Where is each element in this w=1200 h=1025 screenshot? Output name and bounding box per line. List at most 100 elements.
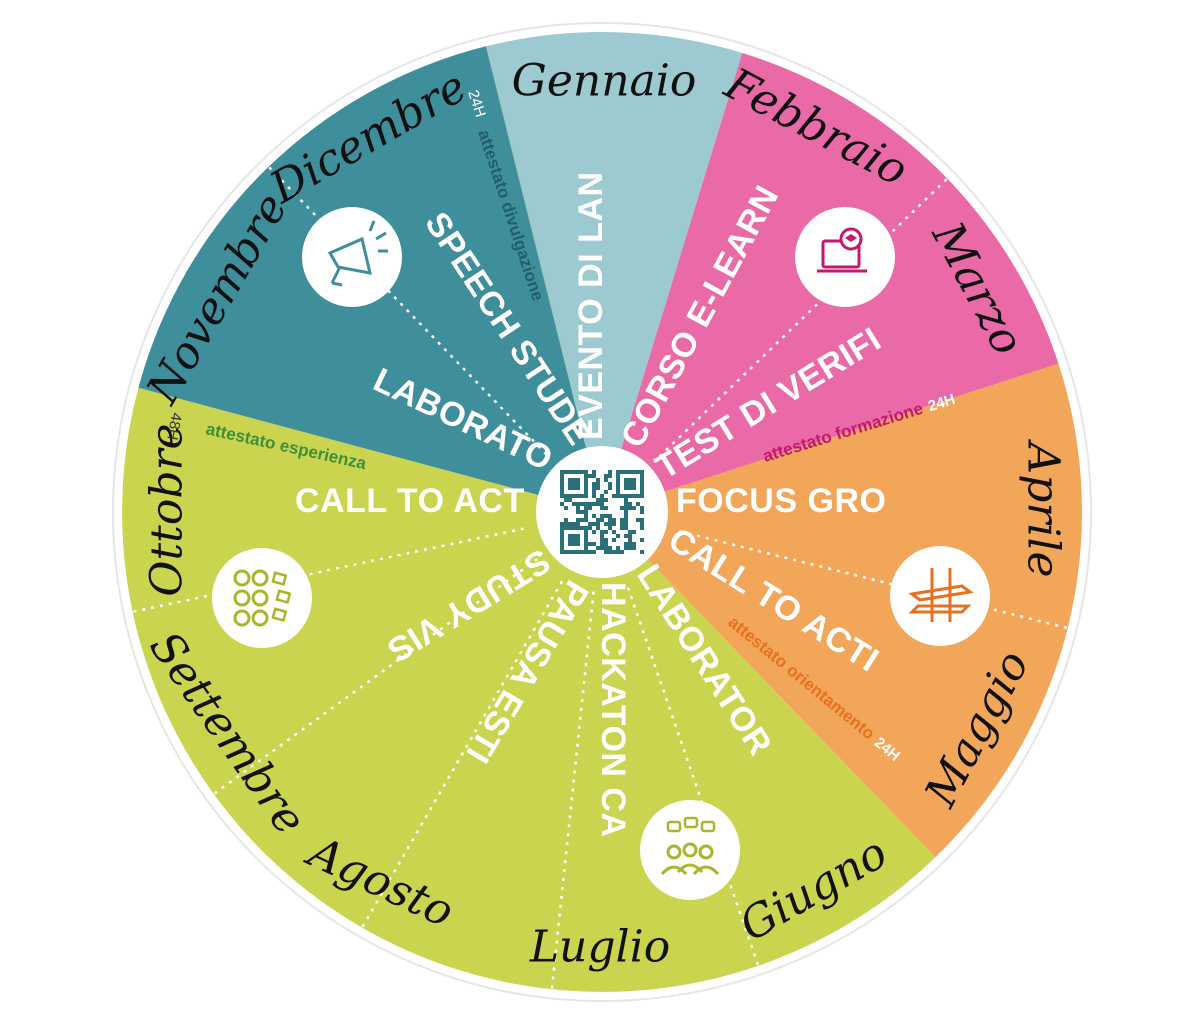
qr-module xyxy=(616,550,620,554)
qr-module xyxy=(596,526,600,530)
qr-module xyxy=(624,546,628,550)
qr-module xyxy=(616,534,620,538)
month-divider xyxy=(679,530,1069,630)
qr-module xyxy=(560,470,564,474)
qr-module xyxy=(608,474,612,478)
qr-module xyxy=(628,542,632,546)
qr-module xyxy=(628,534,632,538)
qr-module xyxy=(576,470,580,474)
qr-module xyxy=(608,486,612,490)
qr-module xyxy=(624,498,628,502)
qr-module xyxy=(628,506,632,510)
qr-module xyxy=(592,486,596,490)
qr-module xyxy=(592,514,596,518)
month-label-luglio: Luglio xyxy=(529,922,670,973)
qr-module xyxy=(560,530,564,534)
qr-module xyxy=(604,514,608,518)
month-label-ottobre: Ottobre xyxy=(142,423,193,596)
qr-module xyxy=(596,502,600,506)
qr-module xyxy=(640,518,644,522)
certificate-esperienza-hours: 48H xyxy=(163,411,185,441)
qr-module xyxy=(632,470,636,474)
qr-module xyxy=(624,478,628,482)
qr-module xyxy=(588,506,592,510)
qr-module xyxy=(608,522,612,526)
qr-module xyxy=(616,474,620,478)
qr-module xyxy=(568,494,572,498)
qr-module xyxy=(608,526,612,530)
qr-module xyxy=(628,530,632,534)
qr-module xyxy=(584,518,588,522)
qr-module xyxy=(564,470,568,474)
qr-module xyxy=(592,474,596,478)
qr-module xyxy=(624,486,628,490)
qr-module xyxy=(592,494,596,498)
qr-module xyxy=(576,550,580,554)
qr-module xyxy=(632,506,636,510)
qr-module xyxy=(572,534,576,538)
qr-module xyxy=(584,530,588,534)
month-divider xyxy=(360,580,564,929)
qr-module xyxy=(600,502,604,506)
qr-module xyxy=(640,510,644,514)
qr-module xyxy=(592,470,596,474)
qr-module xyxy=(608,514,612,518)
qr-module xyxy=(632,542,636,546)
month-label-aprile: Aprile xyxy=(1018,438,1069,577)
qr-module xyxy=(584,506,588,510)
qr-module xyxy=(584,478,588,482)
qr-module xyxy=(640,550,644,554)
qr-module xyxy=(632,546,636,550)
qr-module xyxy=(632,486,636,490)
megaphone-icon xyxy=(302,207,402,307)
qr-module xyxy=(616,482,620,486)
qr-module xyxy=(612,518,616,522)
qr-module xyxy=(608,518,612,522)
qr-module xyxy=(640,490,644,494)
qr-module xyxy=(624,510,628,514)
people-chat-icon xyxy=(640,800,740,900)
qr-module xyxy=(604,550,608,554)
qr-module xyxy=(584,526,588,530)
qr-module xyxy=(568,522,572,526)
qr-module xyxy=(568,498,572,502)
qr-code-icon[interactable] xyxy=(560,470,644,554)
qr-module xyxy=(564,518,568,522)
month-divider xyxy=(267,165,548,456)
qr-module xyxy=(628,486,632,490)
qr-module xyxy=(640,470,644,474)
qr-module xyxy=(568,486,572,490)
qr-module xyxy=(596,478,600,482)
qr-module xyxy=(628,494,632,498)
qr-module xyxy=(640,522,644,526)
qr-module xyxy=(620,522,624,526)
qr-module xyxy=(564,526,568,530)
qr-module xyxy=(624,506,628,510)
qr-module xyxy=(636,494,640,498)
qr-module xyxy=(572,494,576,498)
qr-module xyxy=(584,470,588,474)
month-divider xyxy=(626,587,760,967)
qr-module xyxy=(564,498,568,502)
qr-module xyxy=(596,518,600,522)
qr-module xyxy=(560,534,564,538)
qr-module xyxy=(584,550,588,554)
qr-module xyxy=(596,546,600,550)
qr-module xyxy=(572,542,576,546)
qr-module xyxy=(584,538,588,542)
qr-module xyxy=(640,474,644,478)
qr-module xyxy=(624,514,628,518)
qr-module xyxy=(572,470,576,474)
qr-module xyxy=(600,514,604,518)
qr-module xyxy=(604,498,608,502)
qr-module xyxy=(592,542,596,546)
qr-module xyxy=(628,546,632,550)
qr-module xyxy=(636,470,640,474)
qr-module xyxy=(584,494,588,498)
qr-module xyxy=(608,482,612,486)
qr-module xyxy=(624,482,628,486)
qr-module xyxy=(588,526,592,530)
qr-module xyxy=(608,550,612,554)
qr-module xyxy=(584,546,588,550)
